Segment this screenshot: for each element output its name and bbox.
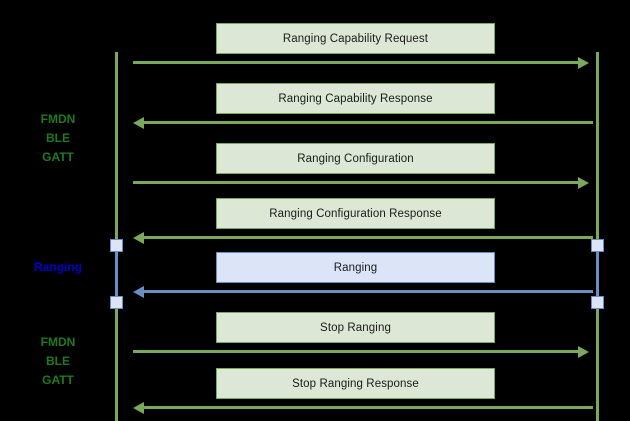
activation-span-left: [115, 246, 118, 302]
message-box-ranging-configuration[interactable]: Ranging Configuration: [216, 143, 495, 174]
activation-left-start[interactable]: [110, 239, 123, 252]
activation-right-end[interactable]: [591, 296, 604, 309]
right-lifeline: [596, 52, 599, 421]
message-box-ranging-capability-response[interactable]: Ranging Capability Response: [216, 83, 495, 114]
message-box-ranging-configuration-response[interactable]: Ranging Configuration Response: [216, 198, 495, 229]
arrow-head-right-icon-0: [578, 56, 589, 69]
message-arrow-line-1: [144, 121, 593, 124]
phase-label-fmdn-ble-gatt-top: FMDN BLE GATT: [40, 112, 76, 164]
arrow-head-left-icon-3: [133, 231, 144, 244]
phase-label-fmdn-ble-gatt-bottom: FMDN BLE GATT: [40, 335, 76, 387]
message-box-stop-ranging[interactable]: Stop Ranging: [216, 312, 495, 343]
message-arrow-line-6: [144, 406, 593, 409]
activation-left-end[interactable]: [110, 296, 123, 309]
message-box-stop-ranging-response[interactable]: Stop Ranging Response: [216, 368, 495, 399]
activation-right-start[interactable]: [591, 239, 604, 252]
phase-label-ranging: Ranging: [34, 260, 82, 274]
left-lifeline: [115, 52, 118, 421]
arrow-head-left-icon-1: [133, 116, 144, 129]
arrow-head-left-icon-6: [133, 401, 144, 414]
message-arrow-line-3: [144, 236, 593, 239]
message-box-ranging-capability-request[interactable]: Ranging Capability Request: [216, 23, 495, 54]
arrow-head-right-icon-5: [578, 345, 589, 358]
message-arrow-line-2: [133, 181, 578, 184]
message-arrow-line-4: [144, 290, 593, 293]
activation-span-right: [596, 246, 599, 302]
message-arrow-line-0: [133, 61, 578, 64]
arrow-head-left-icon-4: [133, 285, 144, 298]
message-box-ranging[interactable]: Ranging: [216, 252, 495, 283]
message-arrow-line-5: [133, 350, 578, 353]
arrow-head-right-icon-2: [578, 176, 589, 189]
